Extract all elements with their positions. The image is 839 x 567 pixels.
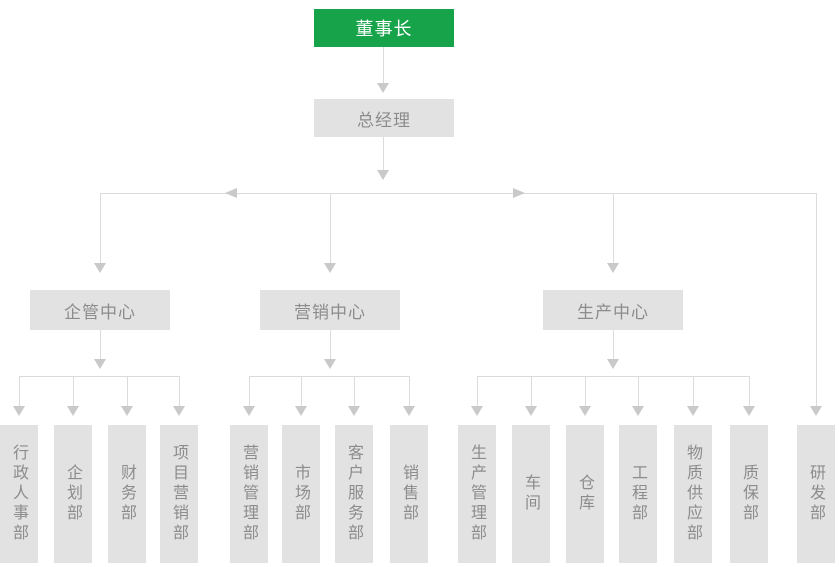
connector-line — [477, 376, 478, 406]
arrow-down-icon — [579, 406, 591, 416]
department-node: 车间 — [512, 425, 550, 563]
arrow-down-icon — [525, 406, 537, 416]
department-node: 客户服务部 — [335, 425, 373, 563]
arrow-down-icon — [243, 406, 255, 416]
arrow-left-icon — [225, 188, 237, 198]
department-node-rd: 研发部 — [797, 425, 835, 563]
connector-line — [19, 376, 179, 377]
department-node: 物质供应部 — [674, 425, 712, 563]
connector-line — [249, 376, 409, 377]
connector-line — [531, 376, 532, 406]
connector-line — [330, 193, 331, 263]
department-label: 项目营销部 — [170, 444, 189, 544]
department-label: 营销管理部 — [240, 444, 259, 544]
department-node: 营销管理部 — [230, 425, 268, 563]
arrow-down-icon — [632, 406, 644, 416]
arrow-down-icon — [348, 406, 360, 416]
connector-line — [383, 137, 384, 170]
general-manager-node: 总经理 — [314, 99, 454, 137]
department-label: 销售部 — [400, 464, 419, 524]
connector-line — [613, 193, 614, 263]
department-label: 行政人事部 — [10, 444, 29, 544]
connector-line — [409, 376, 410, 406]
chairman-node: 董事长 — [314, 9, 454, 47]
department-label: 客户服务部 — [345, 444, 364, 544]
connector-line — [477, 376, 749, 377]
arrow-down-icon — [377, 83, 389, 93]
department-label: 企划部 — [64, 464, 83, 524]
arrow-down-icon — [173, 406, 185, 416]
department-label: 市场部 — [292, 464, 311, 524]
connector-line — [179, 376, 180, 406]
arrow-down-icon — [121, 406, 133, 416]
department-label: 仓库 — [576, 474, 595, 514]
connector-line — [749, 376, 750, 406]
arrow-right-icon — [513, 188, 525, 198]
department-node: 质保部 — [730, 425, 768, 563]
department-node: 项目营销部 — [160, 425, 198, 563]
connector-line — [19, 376, 20, 406]
arrow-down-icon — [295, 406, 307, 416]
arrow-down-icon — [403, 406, 415, 416]
connector-line — [73, 376, 74, 406]
chairman-label: 董事长 — [355, 19, 413, 40]
department-node: 工程部 — [619, 425, 657, 563]
connector-line — [100, 193, 816, 194]
connector-line — [127, 376, 128, 406]
center-label: 营销中心 — [294, 302, 366, 323]
department-node: 财务部 — [108, 425, 146, 563]
connector-line — [585, 376, 586, 406]
department-node: 仓库 — [566, 425, 604, 563]
department-node: 生产管理部 — [458, 425, 496, 563]
center-label: 生产中心 — [577, 302, 649, 323]
arrow-down-icon — [377, 170, 389, 180]
department-label: 工程部 — [629, 464, 648, 524]
connector-line — [816, 193, 817, 406]
connector-line — [383, 47, 384, 84]
arrow-down-icon — [607, 263, 619, 273]
department-label: 生产管理部 — [468, 444, 487, 544]
arrow-down-icon — [13, 406, 25, 416]
department-label: 财务部 — [118, 464, 137, 524]
arrow-down-icon — [471, 406, 483, 416]
arrow-down-icon — [324, 359, 336, 369]
department-label: 研发部 — [807, 464, 826, 524]
connector-line — [100, 330, 101, 359]
connector-line — [613, 330, 614, 359]
arrow-down-icon — [94, 359, 106, 369]
arrow-down-icon — [607, 359, 619, 369]
department-node: 销售部 — [390, 425, 428, 563]
connector-line — [249, 376, 250, 406]
department-node: 企划部 — [54, 425, 92, 563]
department-node: 市场部 — [282, 425, 320, 563]
connector-line — [330, 330, 331, 359]
department-label: 物质供应部 — [684, 444, 703, 544]
arrow-down-icon — [810, 406, 822, 416]
arrow-down-icon — [94, 263, 106, 273]
center-node-marketing: 营销中心 — [260, 290, 400, 330]
department-node: 行政人事部 — [0, 425, 38, 563]
center-label: 企管中心 — [64, 302, 136, 323]
arrow-down-icon — [743, 406, 755, 416]
department-label: 质保部 — [740, 464, 759, 524]
general-manager-label: 总经理 — [357, 110, 411, 131]
connector-line — [301, 376, 302, 406]
connector-line — [638, 376, 639, 406]
connector-line — [354, 376, 355, 406]
connector-line — [100, 193, 101, 263]
center-node-management: 企管中心 — [30, 290, 170, 330]
arrow-down-icon — [324, 263, 336, 273]
arrow-down-icon — [67, 406, 79, 416]
center-node-production: 生产中心 — [543, 290, 683, 330]
arrow-down-icon — [687, 406, 699, 416]
department-label: 车间 — [522, 474, 541, 514]
connector-line — [693, 376, 694, 406]
